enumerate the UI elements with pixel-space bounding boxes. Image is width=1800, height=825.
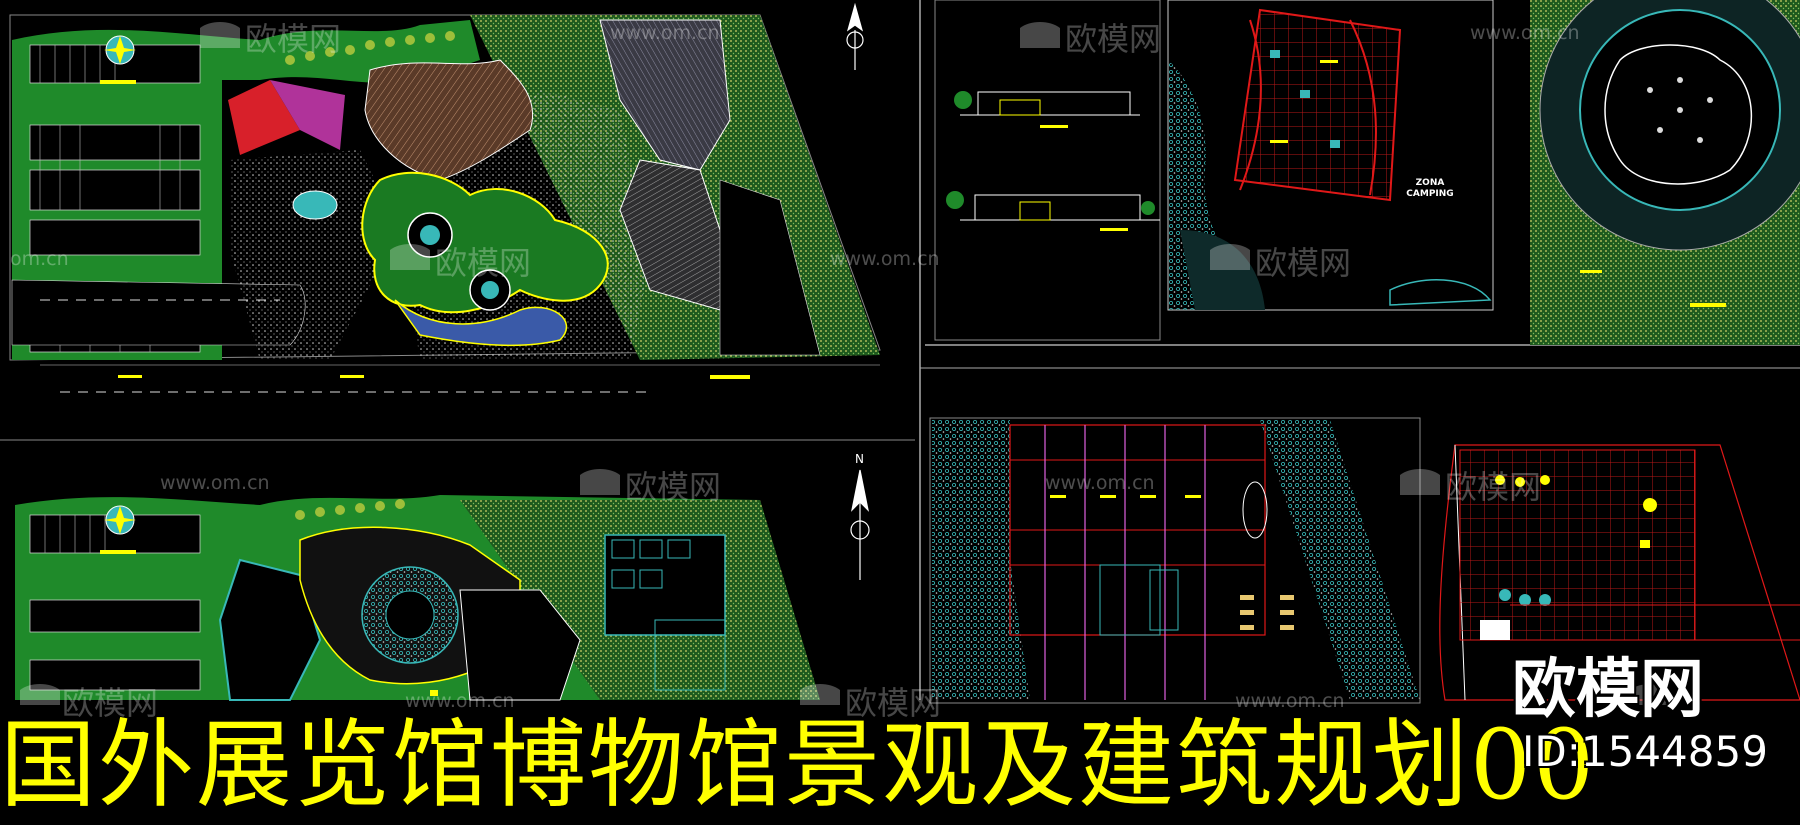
- watermark-url: www.om.cn: [405, 690, 515, 712]
- watermark-logo-text: 欧模网: [625, 468, 722, 506]
- brand-id: ID:1544859: [1522, 727, 1768, 776]
- zone-camping-label: ZONA CAMPING: [1406, 178, 1454, 199]
- watermark-logo-text: 欧模网: [1255, 244, 1352, 282]
- page-title: 国外展览馆博物馆景观及建筑规划00: [0, 709, 1597, 821]
- floor-plan-left: [929, 417, 1421, 704]
- circular-plan: [1530, 0, 1800, 345]
- watermark-logo-text: 欧模网: [435, 244, 532, 282]
- watermark-url: www.om.cn: [610, 22, 720, 44]
- north-label: N: [855, 452, 864, 466]
- brand-logo: 欧模网: [1512, 653, 1704, 727]
- elevations: [934, 0, 1161, 341]
- watermark-url: www.om.cn: [1045, 472, 1155, 494]
- watermark-logo-text: 欧模网: [245, 20, 342, 58]
- watermark-url: www.om.cn: [1235, 690, 1345, 712]
- floor-plan-right: [1439, 444, 1800, 701]
- watermark-url: om.cn: [10, 248, 69, 270]
- watermark-logo-text: 欧模网: [1065, 20, 1162, 58]
- north-arrow-icon: [850, 469, 870, 580]
- watermark-url: www.om.cn: [830, 248, 940, 270]
- site-plan-bottom: [0, 439, 915, 701]
- watermark-url: www.om.cn: [160, 472, 270, 494]
- site-plan-top: [9, 14, 881, 393]
- camping-plan: [1167, 0, 1494, 311]
- logo-watermark-icon: [20, 22, 1670, 705]
- watermark-logo-text: 欧模网: [1445, 468, 1542, 506]
- watermark-logo-text: 欧模网: [62, 684, 159, 722]
- north-arrow-icon: [846, 2, 864, 70]
- watermark-url: www.om.cn: [1470, 22, 1580, 44]
- watermark-logo-text: 欧模网: [845, 684, 942, 722]
